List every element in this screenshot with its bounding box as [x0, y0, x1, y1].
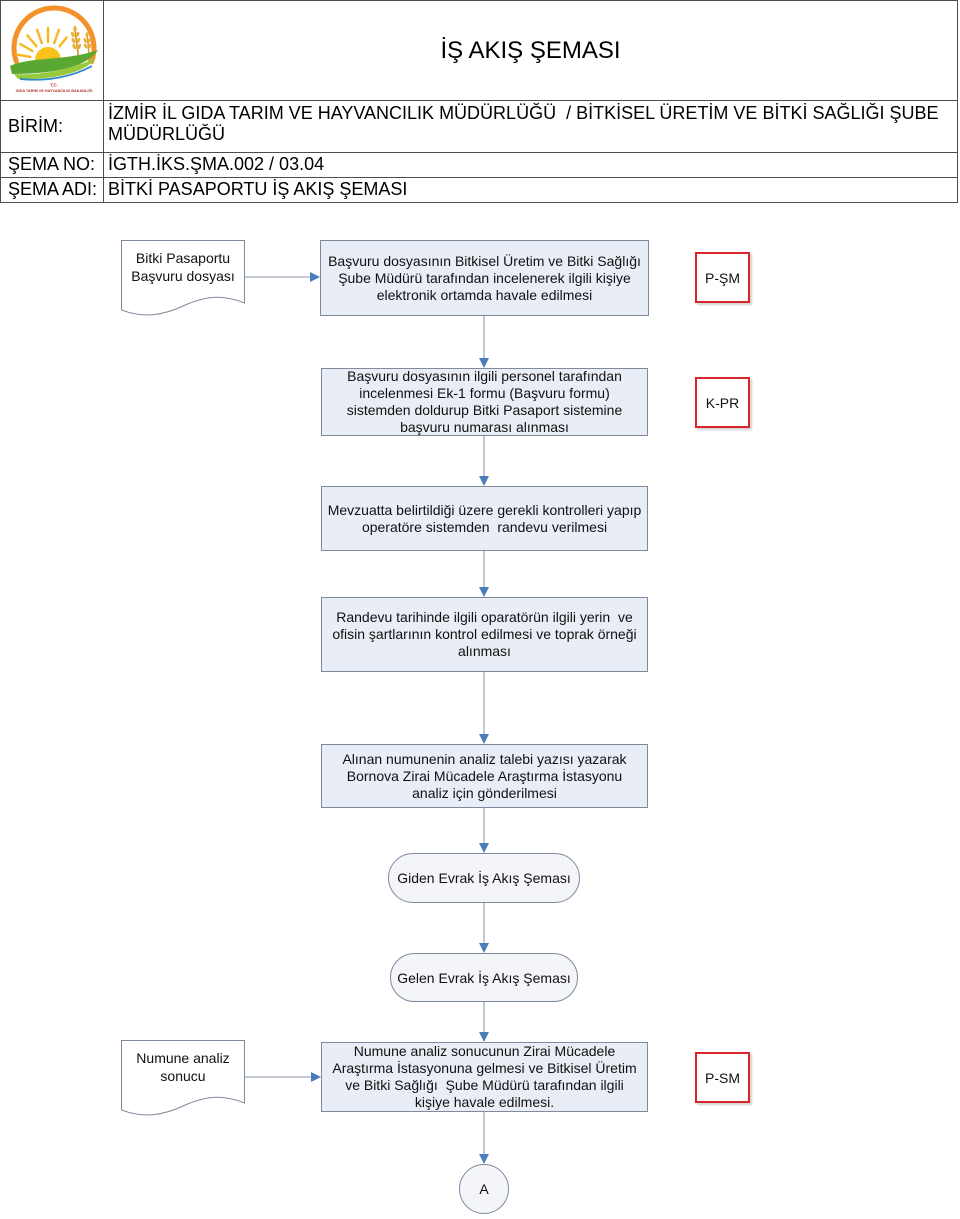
header-table — [0, 0, 958, 203]
process-step-3: Mevzuatta belirtildiği üzere gerekli kon… — [321, 486, 648, 551]
ministry-logo: T.C. GIDA TARIM VE HAYVANCILIK BAKANLIĞI — [10, 5, 98, 93]
arrow-head-step2-to-step3 — [479, 476, 489, 486]
document-application-label: Bitki Pasaportu Başvuru dosyası — [131, 250, 235, 284]
offpage-connector: A — [459, 1164, 509, 1214]
page-title: İŞ AKIŞ ŞEMASI — [440, 36, 621, 64]
logo-text-line1: T.C. — [50, 83, 58, 88]
terminator-incoming-mail: Gelen Evrak İş Akış Şeması — [390, 953, 578, 1002]
arrow-head-outgoing-to-incoming — [479, 943, 489, 953]
arrow-head-step6-to-connector — [479, 1154, 489, 1164]
header-rule-3 — [0, 177, 958, 178]
terminator-outgoing-mail: Giden Evrak İş Akış Şeması — [388, 853, 580, 903]
unit-label: BİRİM: — [8, 116, 64, 136]
process-step-6: Numune analiz sonucunun Zirai Mücadele A… — [321, 1042, 648, 1112]
logo-green-field — [10, 50, 98, 74]
logo-water — [19, 65, 93, 81]
header-rule-2 — [0, 152, 958, 153]
responsible-badge-2: K-PR — [695, 377, 750, 428]
process-step-1: Başvuru dosyasının Bitkisel Üretim ve Bi… — [320, 240, 649, 316]
header-rule-1 — [0, 100, 958, 101]
logo-light-green-field — [14, 58, 96, 80]
arrow-head-doc1-to-step1 — [310, 272, 320, 282]
arrow-head-incoming-to-step6 — [479, 1032, 489, 1042]
arrow-head-step1-to-step2 — [479, 358, 489, 368]
arrow-head-step3-to-step4 — [479, 587, 489, 597]
arrow-head-step5-to-outgoing — [479, 843, 489, 853]
scheme-name-value: BİTKİ PASAPORTU İŞ AKIŞ ŞEMASI — [108, 179, 408, 199]
header-vertical-rule — [103, 0, 104, 203]
arrow-head-step4-to-step5 — [479, 734, 489, 744]
scheme-name-label: ŞEMA ADI: — [8, 179, 98, 199]
document-shape-analysis-result — [121, 1040, 245, 1116]
process-step-2: Başvuru dosyasının ilgili personel taraf… — [321, 368, 648, 436]
scheme-no-value: İGTH.İKS.ŞMA.002 / 03.04 — [108, 154, 325, 174]
document-analysis-result-label: Numune analiz sonucu — [136, 1050, 230, 1084]
unit-value: İZMİR İL GIDA TARIM VE HAYVANCILIK MÜDÜR… — [108, 103, 944, 144]
responsible-badge-1: P-ŞM — [695, 252, 750, 303]
responsible-badge-3: P-SM — [695, 1052, 750, 1103]
logo-sun — [35, 47, 61, 60]
arrow-head-doc2-to-step6 — [311, 1072, 321, 1082]
logo-text-line2: GIDA TARIM VE HAYVANCILIK BAKANLIĞI — [16, 88, 93, 93]
process-step-5: Alınan numunenin analiz talebi yazısı ya… — [321, 744, 648, 808]
process-step-4: Randevu tarihinde ilgili oparatörün ilgi… — [321, 597, 648, 672]
logo-sun-rays — [15, 26, 68, 59]
scheme-no-label: ŞEMA NO: — [8, 154, 96, 174]
document-shape-application — [121, 240, 245, 316]
logo-orange-ring — [11, 5, 97, 65]
